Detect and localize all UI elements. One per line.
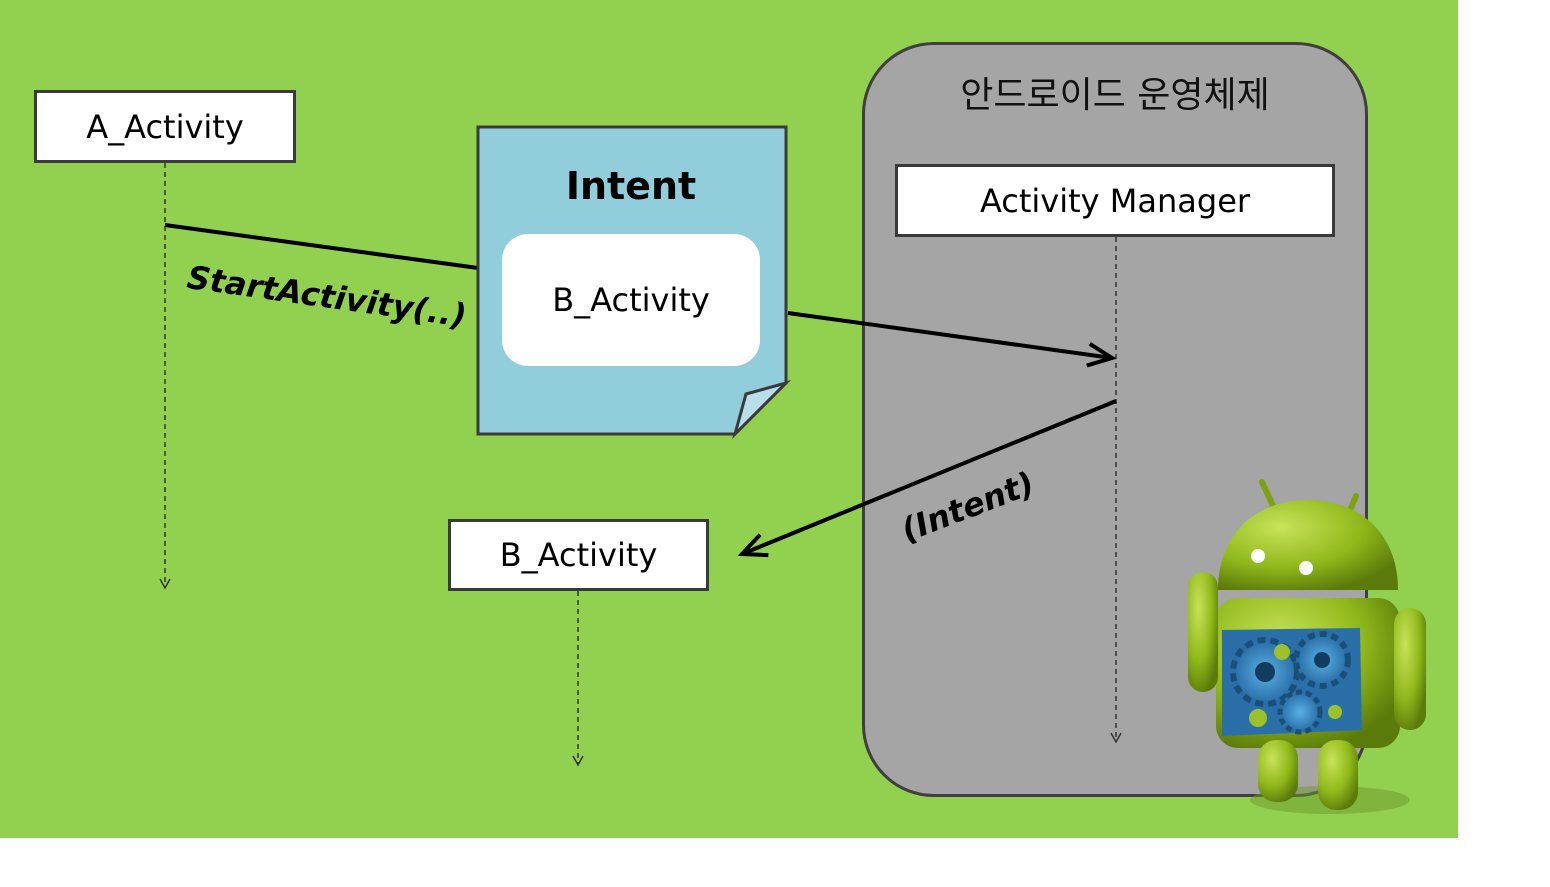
a-activity-box: A_Activity — [34, 90, 296, 163]
os-title: 안드로이드 운영체제 — [960, 75, 1270, 116]
diagram-canvas: 안드로이드 운영체제 A_Activity Activity Manager B… — [0, 0, 1458, 838]
a-activity-label: A_Activity — [86, 107, 244, 146]
start-activity-line — [164, 223, 479, 270]
b-activity-box: B_Activity — [448, 519, 709, 591]
diagram-connectors — [159, 125, 1426, 814]
intent-target-box: B_Activity — [502, 234, 760, 366]
intent-title: Intent — [565, 164, 697, 208]
b-activity-label: B_Activity — [499, 536, 658, 574]
intent-target-label: B_Activity — [552, 281, 710, 319]
intent-document-fold — [732, 380, 792, 440]
activity-manager-label: Activity Manager — [979, 181, 1251, 220]
activity-manager-box: Activity Manager — [895, 164, 1335, 237]
intent-to-manager-arrow — [787, 311, 1112, 358]
android-robot-gears-icon — [1188, 479, 1426, 814]
manager-to-b-activity-arrow — [742, 399, 1117, 554]
